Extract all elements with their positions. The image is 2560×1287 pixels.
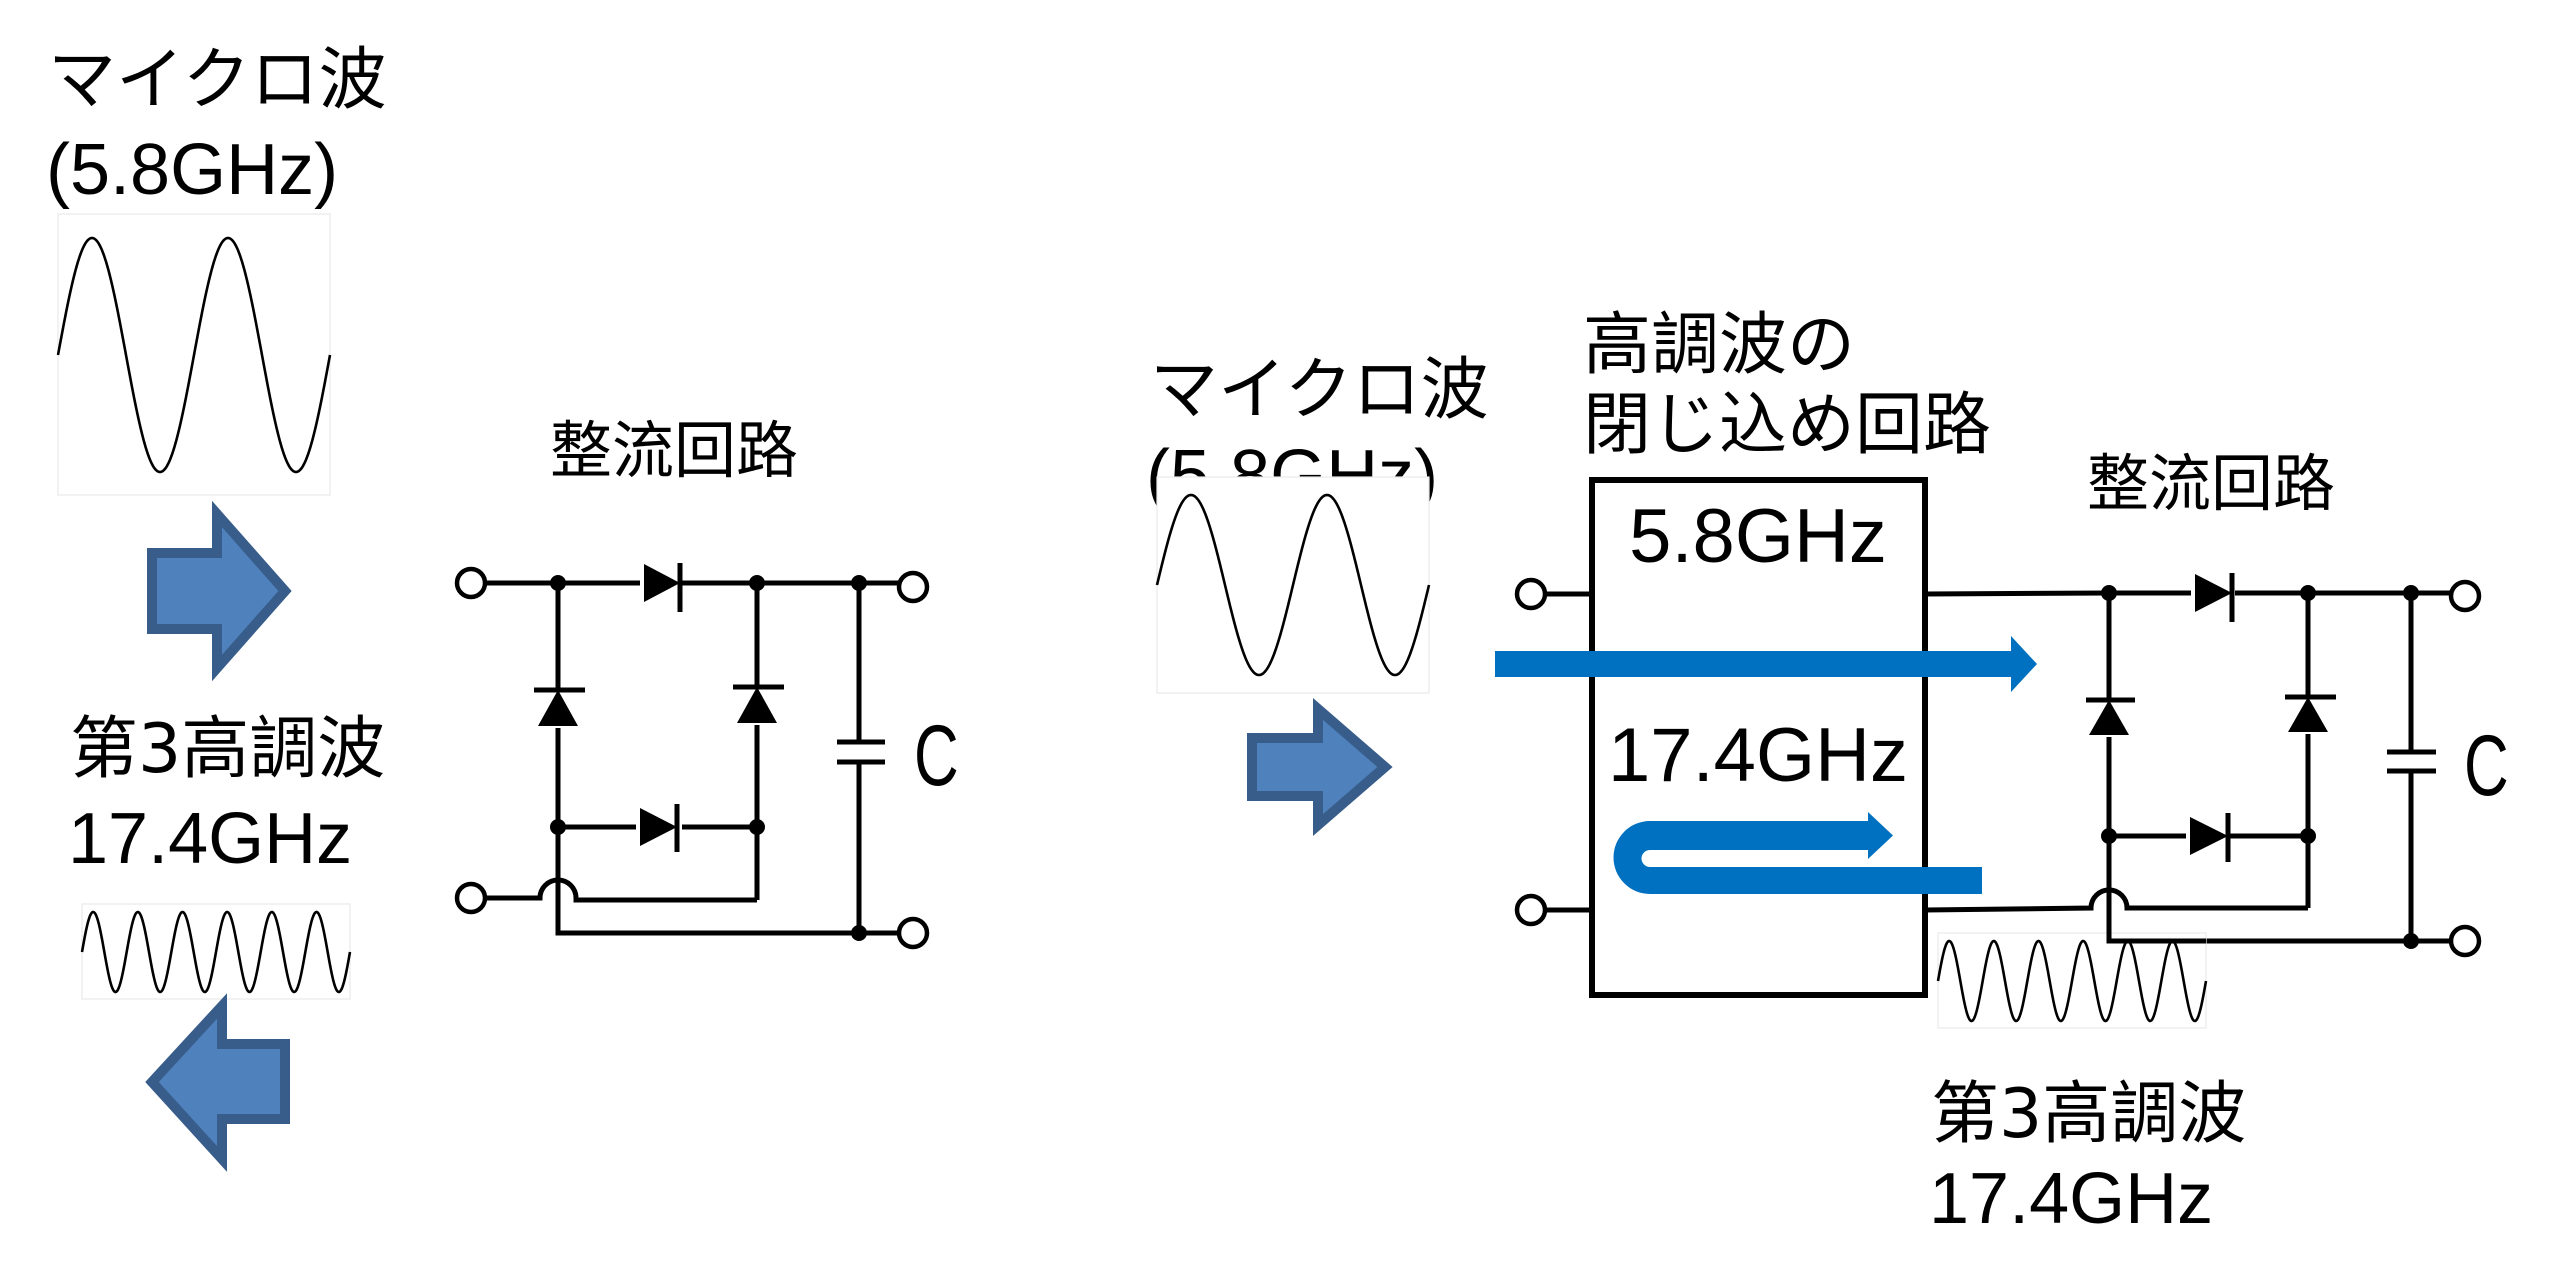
left-harmonic-label-line2: 17.4GHz — [68, 799, 352, 879]
filter-title-line1: 高調波の — [1583, 306, 1855, 385]
harmonic-confinement-box: 5.8GHz 17.4GHz — [1514, 477, 1928, 998]
left-input-sine-wave — [56, 236, 332, 474]
right-junction-dot — [2403, 585, 2419, 601]
right-panel: マイクロ波 (5.8GHz) 高調波の 閉じ込め回路 5.8GHz 17.4GH… — [1146, 306, 2509, 1239]
left-junction-dot — [749, 819, 765, 835]
left-diode-top-icon — [640, 563, 683, 612]
right-junction-dot — [2300, 585, 2316, 601]
right-output-terminal-top — [2448, 579, 2482, 613]
left-output-terminal-top — [896, 570, 930, 604]
left-panel: マイクロ波 (5.8GHz) 第3高調波 17.4GHz 整流回路 C — [46, 41, 959, 1172]
pass-through-flow-arrow-icon — [1495, 636, 2037, 692]
left-junction-dot — [749, 575, 765, 591]
right-junction-dot — [2101, 828, 2117, 844]
left-input-terminal-top — [454, 566, 488, 600]
right-input-terminal-bottom — [1514, 893, 1548, 927]
right-input-sine-wave — [1155, 493, 1431, 677]
left-input-terminal-bottom — [454, 881, 488, 915]
right-bottom-rail-overlay — [2106, 900, 2206, 944]
left-diode-right-icon — [733, 684, 784, 725]
right-capacitor-label: C — [2464, 717, 2509, 813]
left-incoming-arrow-icon — [147, 500, 292, 682]
right-input-terminal-top — [1514, 577, 1548, 611]
filter-pass-label: 5.8GHz — [1629, 494, 1887, 579]
right-bridge-left-leg — [2106, 593, 2451, 944]
left-input-return-crossover — [486, 877, 757, 903]
right-harmonic-label-line1: 第3高調波 — [1931, 1075, 2246, 1154]
left-output-terminal-bottom — [896, 916, 930, 950]
left-input-label-line1: マイクロ波 — [48, 41, 387, 120]
right-diode-top-icon — [2191, 573, 2235, 622]
left-harmonic-sine-wave — [80, 910, 352, 994]
right-junction-dot — [2101, 585, 2117, 601]
right-incoming-arrow-icon — [1247, 698, 1393, 836]
left-input-label-line2: (5.8GHz) — [46, 130, 338, 210]
right-diode-right-icon — [2285, 694, 2336, 734]
right-diode-bottom-icon — [2186, 813, 2231, 862]
left-harmonic-label-line1: 第3高調波 — [70, 710, 385, 789]
left-reradiated-arrow-icon — [145, 993, 290, 1172]
left-junction-dot — [550, 819, 566, 835]
left-junction-dot — [550, 575, 566, 591]
filter-block-label: 17.4GHz — [1608, 713, 1908, 798]
right-harmonic-sine-wave — [1936, 939, 2208, 1023]
right-rectifier-title: 整流回路 — [2087, 447, 2335, 520]
right-junction-dot — [2403, 933, 2419, 949]
right-diode-left-icon — [2086, 697, 2135, 737]
left-bridge-left-leg — [555, 583, 898, 936]
right-return-crossover — [1924, 887, 2308, 913]
left-junction-dot — [851, 925, 867, 941]
left-capacitor-label: C — [914, 707, 959, 803]
left-rectifier-circuit: C — [454, 563, 959, 950]
left-rectifier-title: 整流回路 — [550, 414, 798, 487]
harmonic-u-turn-arrow-icon — [1613, 812, 1982, 894]
right-harmonic-label-line2: 17.4GHz — [1929, 1159, 2213, 1239]
right-rectifier-circuit: C — [1924, 573, 2509, 958]
left-diode-bottom-icon — [636, 804, 682, 852]
filter-box-outline — [1589, 477, 1928, 998]
filter-title-line2: 閉じ込め回路 — [1583, 386, 1991, 465]
left-diode-left-icon — [534, 687, 585, 728]
right-input-label-line1: マイクロ波 — [1150, 351, 1489, 430]
left-junction-dot — [851, 575, 867, 591]
right-junction-dot — [2300, 828, 2316, 844]
right-output-terminal-bottom — [2448, 924, 2482, 958]
